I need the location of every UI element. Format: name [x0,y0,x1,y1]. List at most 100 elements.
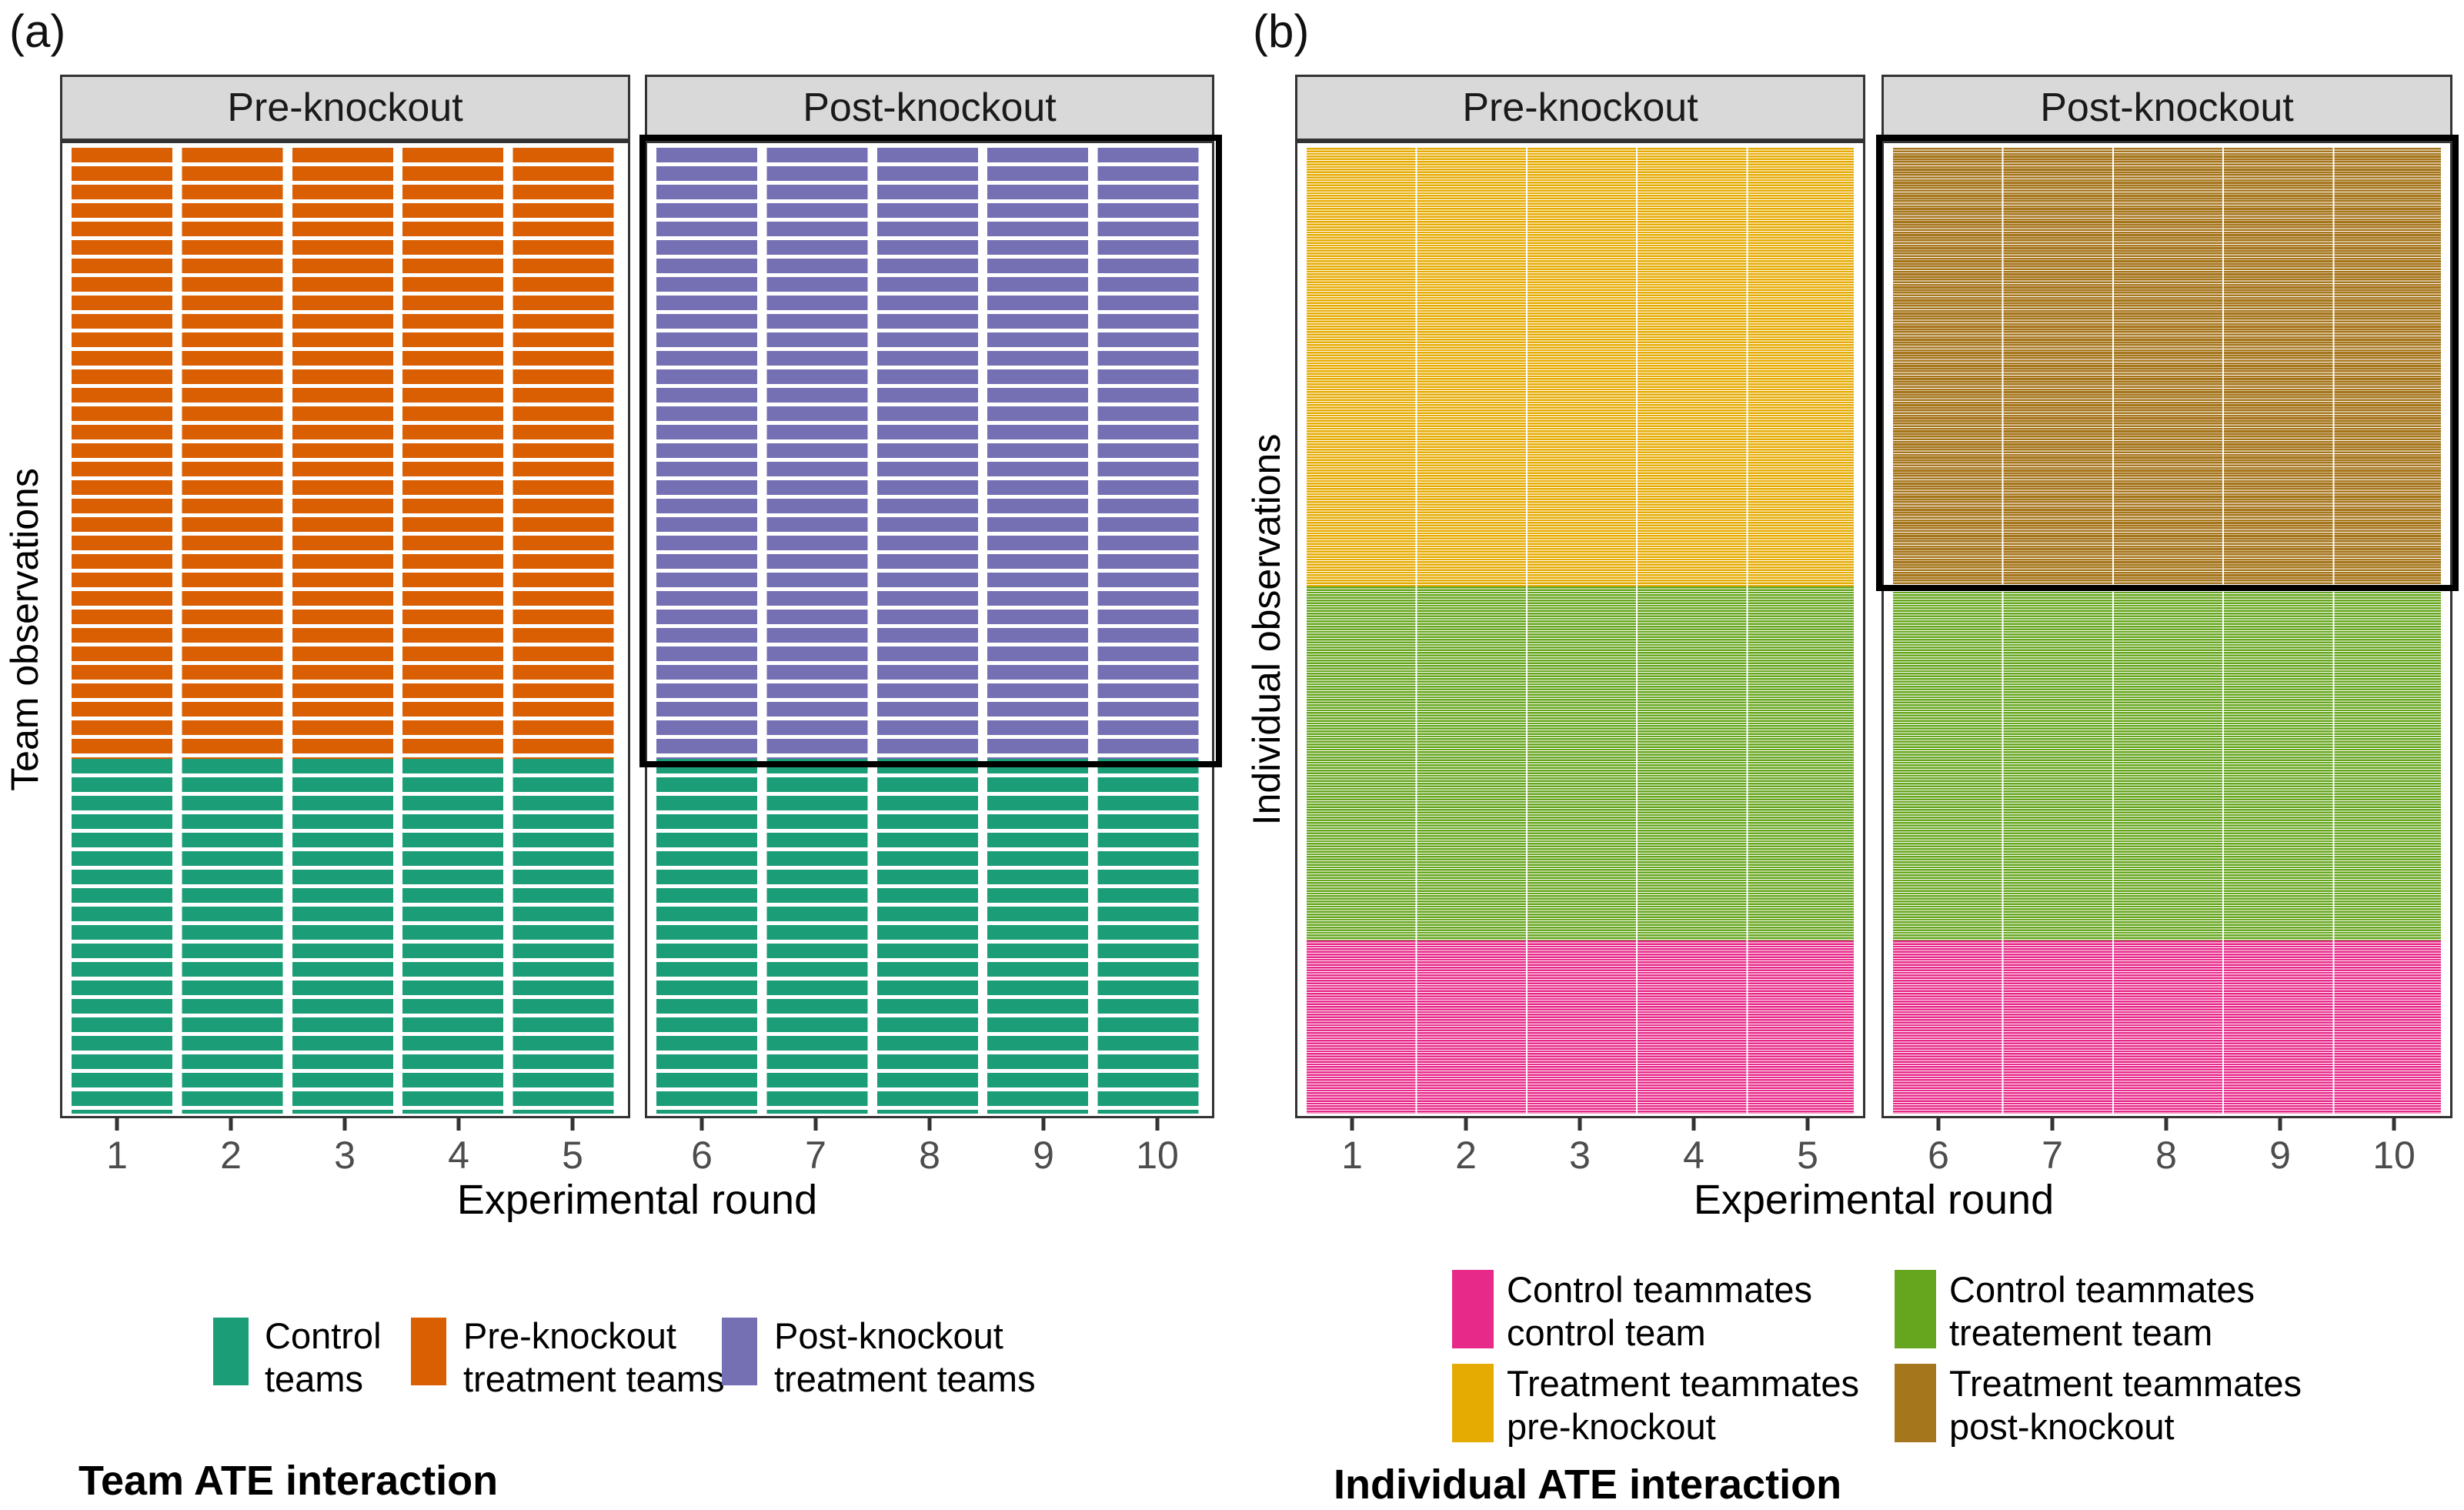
panel-a-y-axis-label: Team observations [3,468,46,791]
waffle-grid [72,148,619,1114]
x-tick-label: 2 [1455,1134,1477,1177]
x-tick-mark [229,1118,233,1131]
treatment-teammates-post-knockout-region [1893,148,2441,586]
panel-a-x-axis-label: Experimental round [456,1177,818,1223]
facet-strip-label: Post-knockout [2040,85,2294,130]
x-tick-mark [699,1118,704,1131]
post-knockout-highlight-rect-a [639,135,1222,767]
legend-swatch-control-teams [213,1318,249,1385]
legend-line: Control teammates [1949,1269,2255,1310]
x-tick-mark [1041,1118,1046,1131]
legend-item-post-knockout-treatment-teams: Post-knockout treatment teams [774,1315,1036,1401]
legend-item-control-teammates-treatment-team: Control teammates treatement team [1949,1268,2255,1355]
legend-line: Control teammates [1507,1269,1813,1310]
control-teammates-treatment-team-region [1893,586,2441,941]
control-teammates-treatment-team-region [1307,586,1854,941]
panel-a-tag: (a) [9,5,66,57]
stripe-grid [1307,148,1854,1114]
legend-line: post-knockout [1949,1406,2175,1447]
plot-area-pre-knockout-a [60,141,630,1118]
legend-line: treatment teams [774,1358,1036,1399]
legend-swatch-control-teammates-control-team [1452,1270,1494,1348]
x-tick-label: 4 [1683,1134,1704,1177]
x-tick-mark [2392,1118,2396,1131]
x-tick-mark [813,1118,818,1131]
control-teams-region [656,759,1203,1114]
facet-strip-pre-knockout-b: Pre-knockout [1295,75,1865,141]
x-tick-label: 4 [448,1134,469,1177]
x-tick-label: 2 [220,1134,242,1177]
control-teammates-control-team-region [1893,940,2441,1114]
x-tick-label: 1 [1341,1134,1363,1177]
legend-swatch-treatment-teammates-post-knockout [1895,1364,1936,1442]
plot-area-post-knockout-b [1881,141,2452,1118]
legend-swatch-post-knockout-treatment-teams [722,1318,757,1385]
x-tick-mark [342,1118,347,1131]
x-tick-mark [1464,1118,1468,1131]
x-tick-label: 7 [805,1134,826,1177]
facet-strip-pre-knockout-a: Pre-knockout [60,75,630,141]
x-tick-mark [2278,1118,2282,1131]
x-tick-label: 6 [691,1134,713,1177]
x-tick-mark [1936,1118,1941,1131]
legend-line: pre-knockout [1507,1406,1716,1447]
x-tick-label: 8 [2155,1134,2177,1177]
x-tick-mark [2050,1118,2055,1131]
x-tick-label: 9 [2269,1134,2291,1177]
legend-line: Treatment teammates [1949,1363,2302,1404]
stripe-grid [1893,148,2441,1114]
control-teammates-control-team-region [1307,940,1854,1114]
legend-line: control team [1507,1312,1706,1353]
panel-b-tag: (b) [1253,5,1310,57]
x-tick-mark [1350,1118,1354,1131]
x-tick-label: 3 [1569,1134,1591,1177]
x-tick-label: 10 [1136,1134,1179,1177]
legend-line: Treatment teammates [1507,1363,1859,1404]
legend-line: Post-knockout [774,1315,1003,1356]
facet-strip-post-knockout-b: Post-knockout [1881,75,2452,141]
panel-b-y-axis-label: Individual observations [1245,433,1288,826]
x-tick-mark [1691,1118,1696,1131]
x-tick-mark [570,1118,575,1131]
x-tick-label: 8 [919,1134,940,1177]
panel-a-caption: Team ATE interaction [78,1458,499,1504]
control-teams-region [72,759,619,1114]
legend-item-control-teams: Control teams [265,1315,382,1401]
legend-swatch-treatment-teammates-pre-knockout [1452,1364,1494,1442]
x-tick-label: 5 [562,1134,583,1177]
legend-item-treatment-teammates-pre-knockout: Treatment teammates pre-knockout [1507,1362,1859,1448]
x-tick-mark [456,1118,461,1131]
legend-line: treatment teams [463,1358,725,1399]
panel-b-x-axis-label: Experimental round [1693,1177,2055,1223]
facet-strip-label: Pre-knockout [1462,85,1698,130]
facet-strip-label: Pre-knockout [227,85,463,130]
x-tick-label: 1 [106,1134,128,1177]
x-tick-label: 10 [2372,1134,2416,1177]
x-tick-mark [1155,1118,1160,1131]
x-tick-mark [115,1118,119,1131]
legend-line: Pre-knockout [463,1315,676,1356]
plot-area-post-knockout-a [645,141,1214,1118]
legend-item-treatment-teammates-post-knockout: Treatment teammates post-knockout [1949,1362,2302,1448]
x-tick-label: 5 [1797,1134,1818,1177]
x-tick-label: 6 [1928,1134,1949,1177]
legend-swatch-pre-knockout-treatment-teams [411,1318,446,1385]
legend-swatch-control-teammates-treatment-team [1895,1270,1936,1348]
facet-strip-post-knockout-a: Post-knockout [645,75,1214,141]
legend-line: teams [265,1358,363,1399]
post-knockout-treatment-teams-region [656,148,1203,760]
pre-knockout-treatment-teams-region [72,148,619,760]
panel-b-caption: Individual ATE interaction [1334,1462,1842,1508]
x-tick-label: 9 [1033,1134,1054,1177]
x-tick-label: 3 [334,1134,356,1177]
treatment-teammates-pre-knockout-region [1307,148,1854,586]
legend-line: Control [265,1315,382,1356]
waffle-grid [656,148,1203,1114]
x-tick-mark [1578,1118,1582,1131]
post-knockout-highlight-rect-b [1876,135,2459,591]
legend-item-control-teammates-control-team: Control teammates control team [1507,1268,1812,1355]
legend-line: treatement team [1949,1312,2213,1353]
facet-strip-label: Post-knockout [803,85,1057,130]
x-tick-mark [2164,1118,2169,1131]
